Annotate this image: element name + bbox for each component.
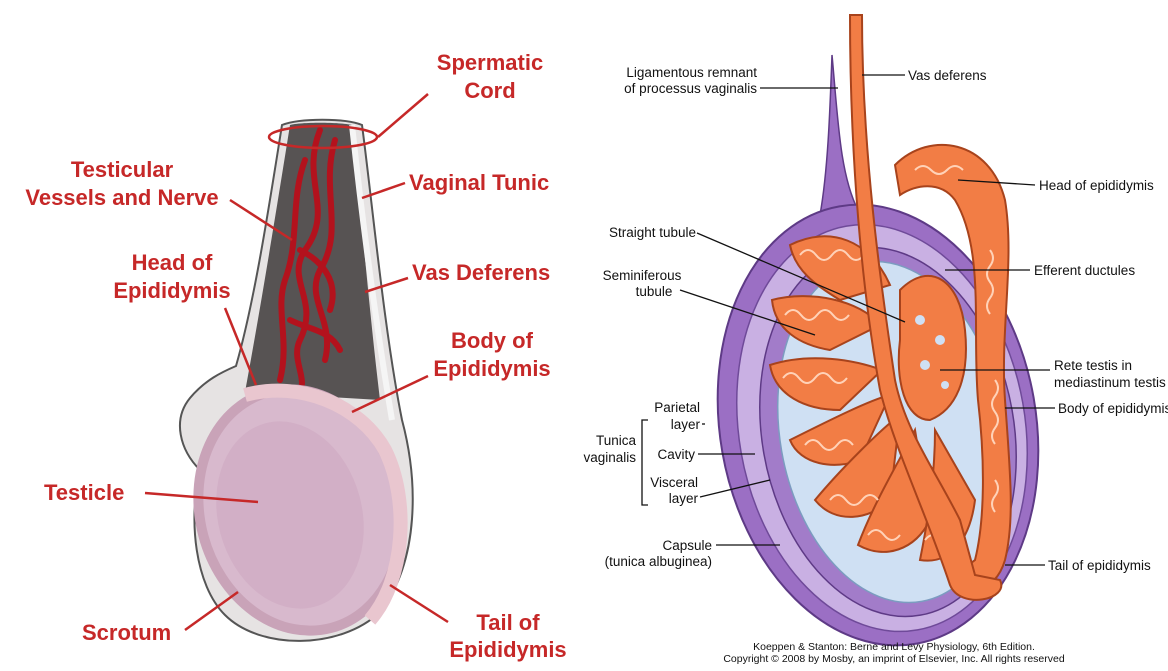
label-visceral-2: layer	[669, 491, 699, 506]
label-body-of-epididymis-1: Body of	[451, 328, 534, 353]
label-seminiferous-1: Seminiferous	[603, 268, 682, 283]
label-vas-deferens: Vas deferens	[908, 68, 987, 83]
label-parietal-2: layer	[671, 417, 701, 432]
label-ligamentous-remnant-1: Ligamentous remnant	[626, 65, 757, 80]
label-parietal-1: Parietal	[654, 400, 700, 415]
label-rete-testis-2: mediastinum testis	[1054, 375, 1166, 390]
label-visceral-1: Visceral	[650, 475, 698, 490]
label-spermatic-cord-2: Cord	[464, 78, 515, 103]
label-body-of-epididymis: Body of epididymis	[1058, 401, 1168, 416]
label-vaginal-tunic: Vaginal Tunic	[409, 170, 549, 195]
label-efferent-ductules: Efferent ductules	[1034, 263, 1135, 278]
label-scrotum: Scrotum	[82, 620, 171, 645]
credit-line-2: Copyright © 2008 by Mosby, an imprint of…	[723, 653, 1065, 665]
label-testicular-vessels-2: Vessels and Nerve	[25, 185, 218, 210]
label-tail-of-epididymis: Tail of epididymis	[1048, 558, 1151, 573]
label-body-of-epididymis-2: Epididymis	[433, 356, 550, 381]
label-tunica-vaginalis-2: vaginalis	[583, 450, 636, 465]
label-testicle: Testicle	[44, 480, 124, 505]
label-testicular-vessels-1: Testicular	[71, 157, 174, 182]
label-rete-testis-1: Rete testis in	[1054, 358, 1132, 373]
label-seminiferous-2: tubule	[636, 284, 673, 299]
label-vas-deferens: Vas Deferens	[412, 260, 550, 285]
label-capsule-2: (tunica albuginea)	[605, 554, 712, 569]
right-illustration	[684, 15, 1072, 666]
label-ligamentous-remnant-2: of processus vaginalis	[624, 81, 757, 96]
label-head-of-epididymis-2: Epididymis	[113, 278, 230, 303]
label-head-of-epididymis-1: Head of	[132, 250, 213, 275]
label-cavity: Cavity	[657, 447, 695, 462]
label-tail-of-epididymis-2: Epididymis	[449, 637, 566, 662]
credit-line-1: Koeppen & Stanton: Berne and Levy Physio…	[753, 641, 1035, 653]
label-spermatic-cord-1: Spermatic	[437, 50, 543, 75]
label-tail-of-epididymis-1: Tail of	[476, 610, 540, 635]
label-capsule-1: Capsule	[662, 538, 712, 553]
label-tunica-vaginalis-1: Tunica	[596, 433, 637, 448]
tunica-bracket	[642, 420, 648, 505]
label-straight-tubule: Straight tubule	[609, 225, 696, 240]
label-head-of-epididymis: Head of epididymis	[1039, 178, 1154, 193]
